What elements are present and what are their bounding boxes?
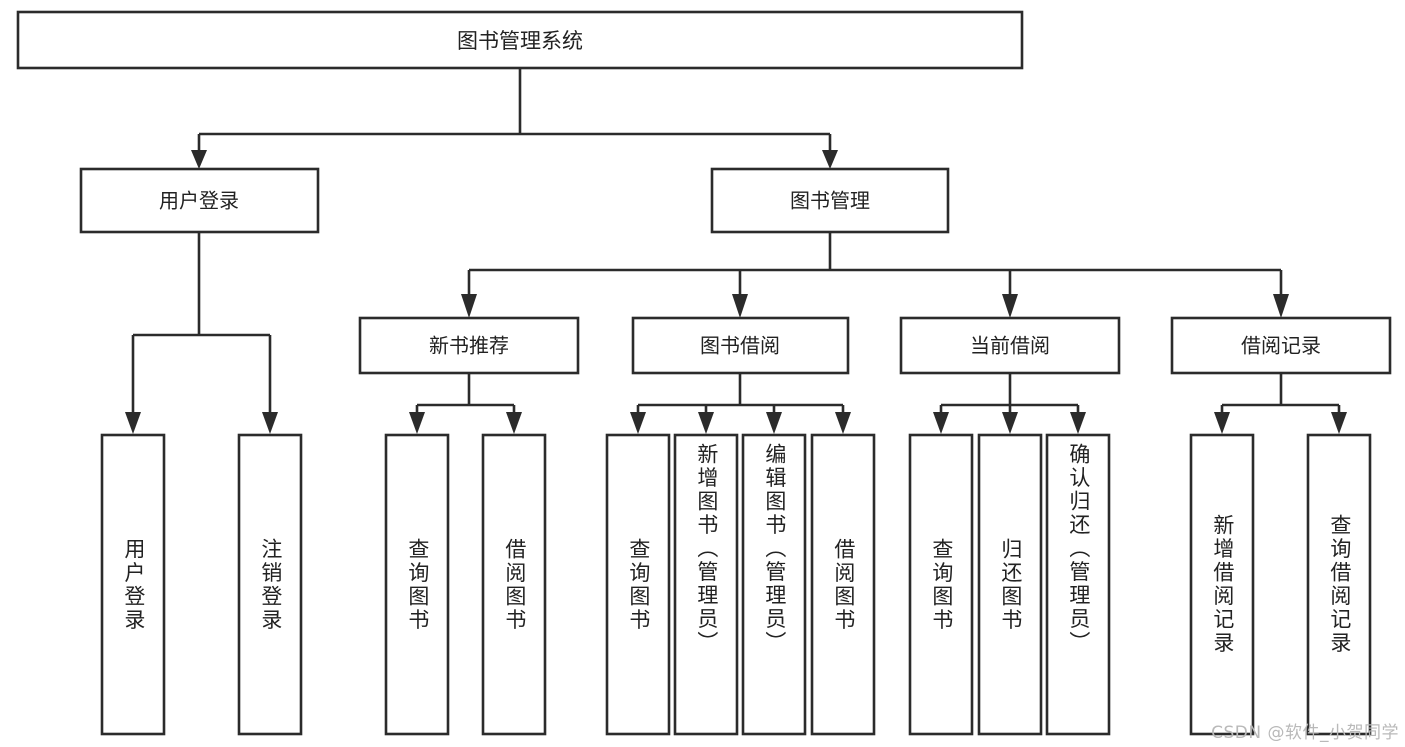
- arrow-current-borrow-leaf-0: [933, 412, 949, 434]
- arrow-level1-0: [191, 150, 207, 169]
- leaf-box-book-borrow-1[interactable]: [673, 433, 739, 736]
- csdn-watermark: CSDN @软件_小贺同学: [1211, 723, 1399, 743]
- arrow-book-borrow-leaf-2: [766, 412, 782, 434]
- arrow-user-login-leaf-0: [125, 412, 141, 434]
- arrow-book-borrow-leaf-3: [835, 412, 851, 434]
- arrow-new-book-leaf-0: [409, 412, 425, 434]
- node-book-management[interactable]: 图书管理: [710, 167, 950, 234]
- node-new-book-recommend-label: 新书推荐: [429, 334, 509, 358]
- arrow-current-borrow-leaf-2: [1070, 412, 1086, 434]
- node-current-borrow[interactable]: 当前借阅: [899, 316, 1121, 375]
- node-root-box[interactable]: [16, 10, 1024, 70]
- leaf-box-new-book-0[interactable]: [384, 433, 450, 736]
- node-current-borrow-label: 当前借阅: [970, 334, 1050, 358]
- node-book-management-label: 图书管理: [790, 189, 870, 213]
- leaf-box-user-login-1[interactable]: [237, 433, 303, 736]
- arrow-level2-1: [732, 294, 748, 318]
- node-new-book-recommend[interactable]: 新书推荐: [358, 316, 580, 375]
- node-new-book-recommend-box[interactable]: [358, 316, 580, 375]
- node-user-login-label: 用户登录: [159, 189, 239, 213]
- leaf-box-borrow-record-0[interactable]: [1189, 433, 1255, 736]
- arrow-borrow-record-leaf-0: [1214, 412, 1230, 434]
- leaf-box-current-borrow-2[interactable]: [1045, 433, 1111, 736]
- node-root-label: 图书管理系统: [457, 29, 583, 53]
- node-book-management-box[interactable]: [710, 167, 950, 234]
- leaf-box-new-book-1[interactable]: [481, 433, 547, 736]
- leaf-box-borrow-record-1[interactable]: [1306, 433, 1372, 736]
- leaf-box-book-borrow-2[interactable]: [741, 433, 807, 736]
- node-current-borrow-box[interactable]: [899, 316, 1121, 375]
- node-root[interactable]: 图书管理系统: [16, 10, 1024, 70]
- node-book-borrow[interactable]: 图书借阅: [631, 316, 850, 375]
- arrow-book-borrow-leaf-1: [698, 412, 714, 434]
- arrow-level2-3: [1273, 294, 1289, 318]
- arrow-current-borrow-leaf-1: [1002, 412, 1018, 434]
- node-book-borrow-label: 图书借阅: [700, 334, 780, 358]
- arrow-level2-2: [1002, 294, 1018, 318]
- leaf-box-current-borrow-1[interactable]: [977, 433, 1043, 736]
- arrow-borrow-record-leaf-1: [1331, 412, 1347, 434]
- node-book-borrow-box[interactable]: [631, 316, 850, 375]
- arrow-new-book-leaf-1: [506, 412, 522, 434]
- node-user-login[interactable]: 用户登录: [79, 167, 320, 234]
- leaf-box-user-login-0[interactable]: [100, 433, 166, 736]
- arrow-level1-1: [822, 150, 838, 169]
- arrow-level2-0: [461, 294, 477, 318]
- node-borrow-record-box[interactable]: [1170, 316, 1392, 375]
- leaf-box-current-borrow-0[interactable]: [908, 433, 974, 736]
- leaf-box-book-borrow-0[interactable]: [605, 433, 671, 736]
- leaf-box-book-borrow-3[interactable]: [810, 433, 876, 736]
- arrow-book-borrow-leaf-0: [630, 412, 646, 434]
- arrow-user-login-leaf-1: [262, 412, 278, 434]
- node-borrow-record-label: 借阅记录: [1241, 334, 1321, 358]
- node-borrow-record[interactable]: 借阅记录: [1170, 316, 1392, 375]
